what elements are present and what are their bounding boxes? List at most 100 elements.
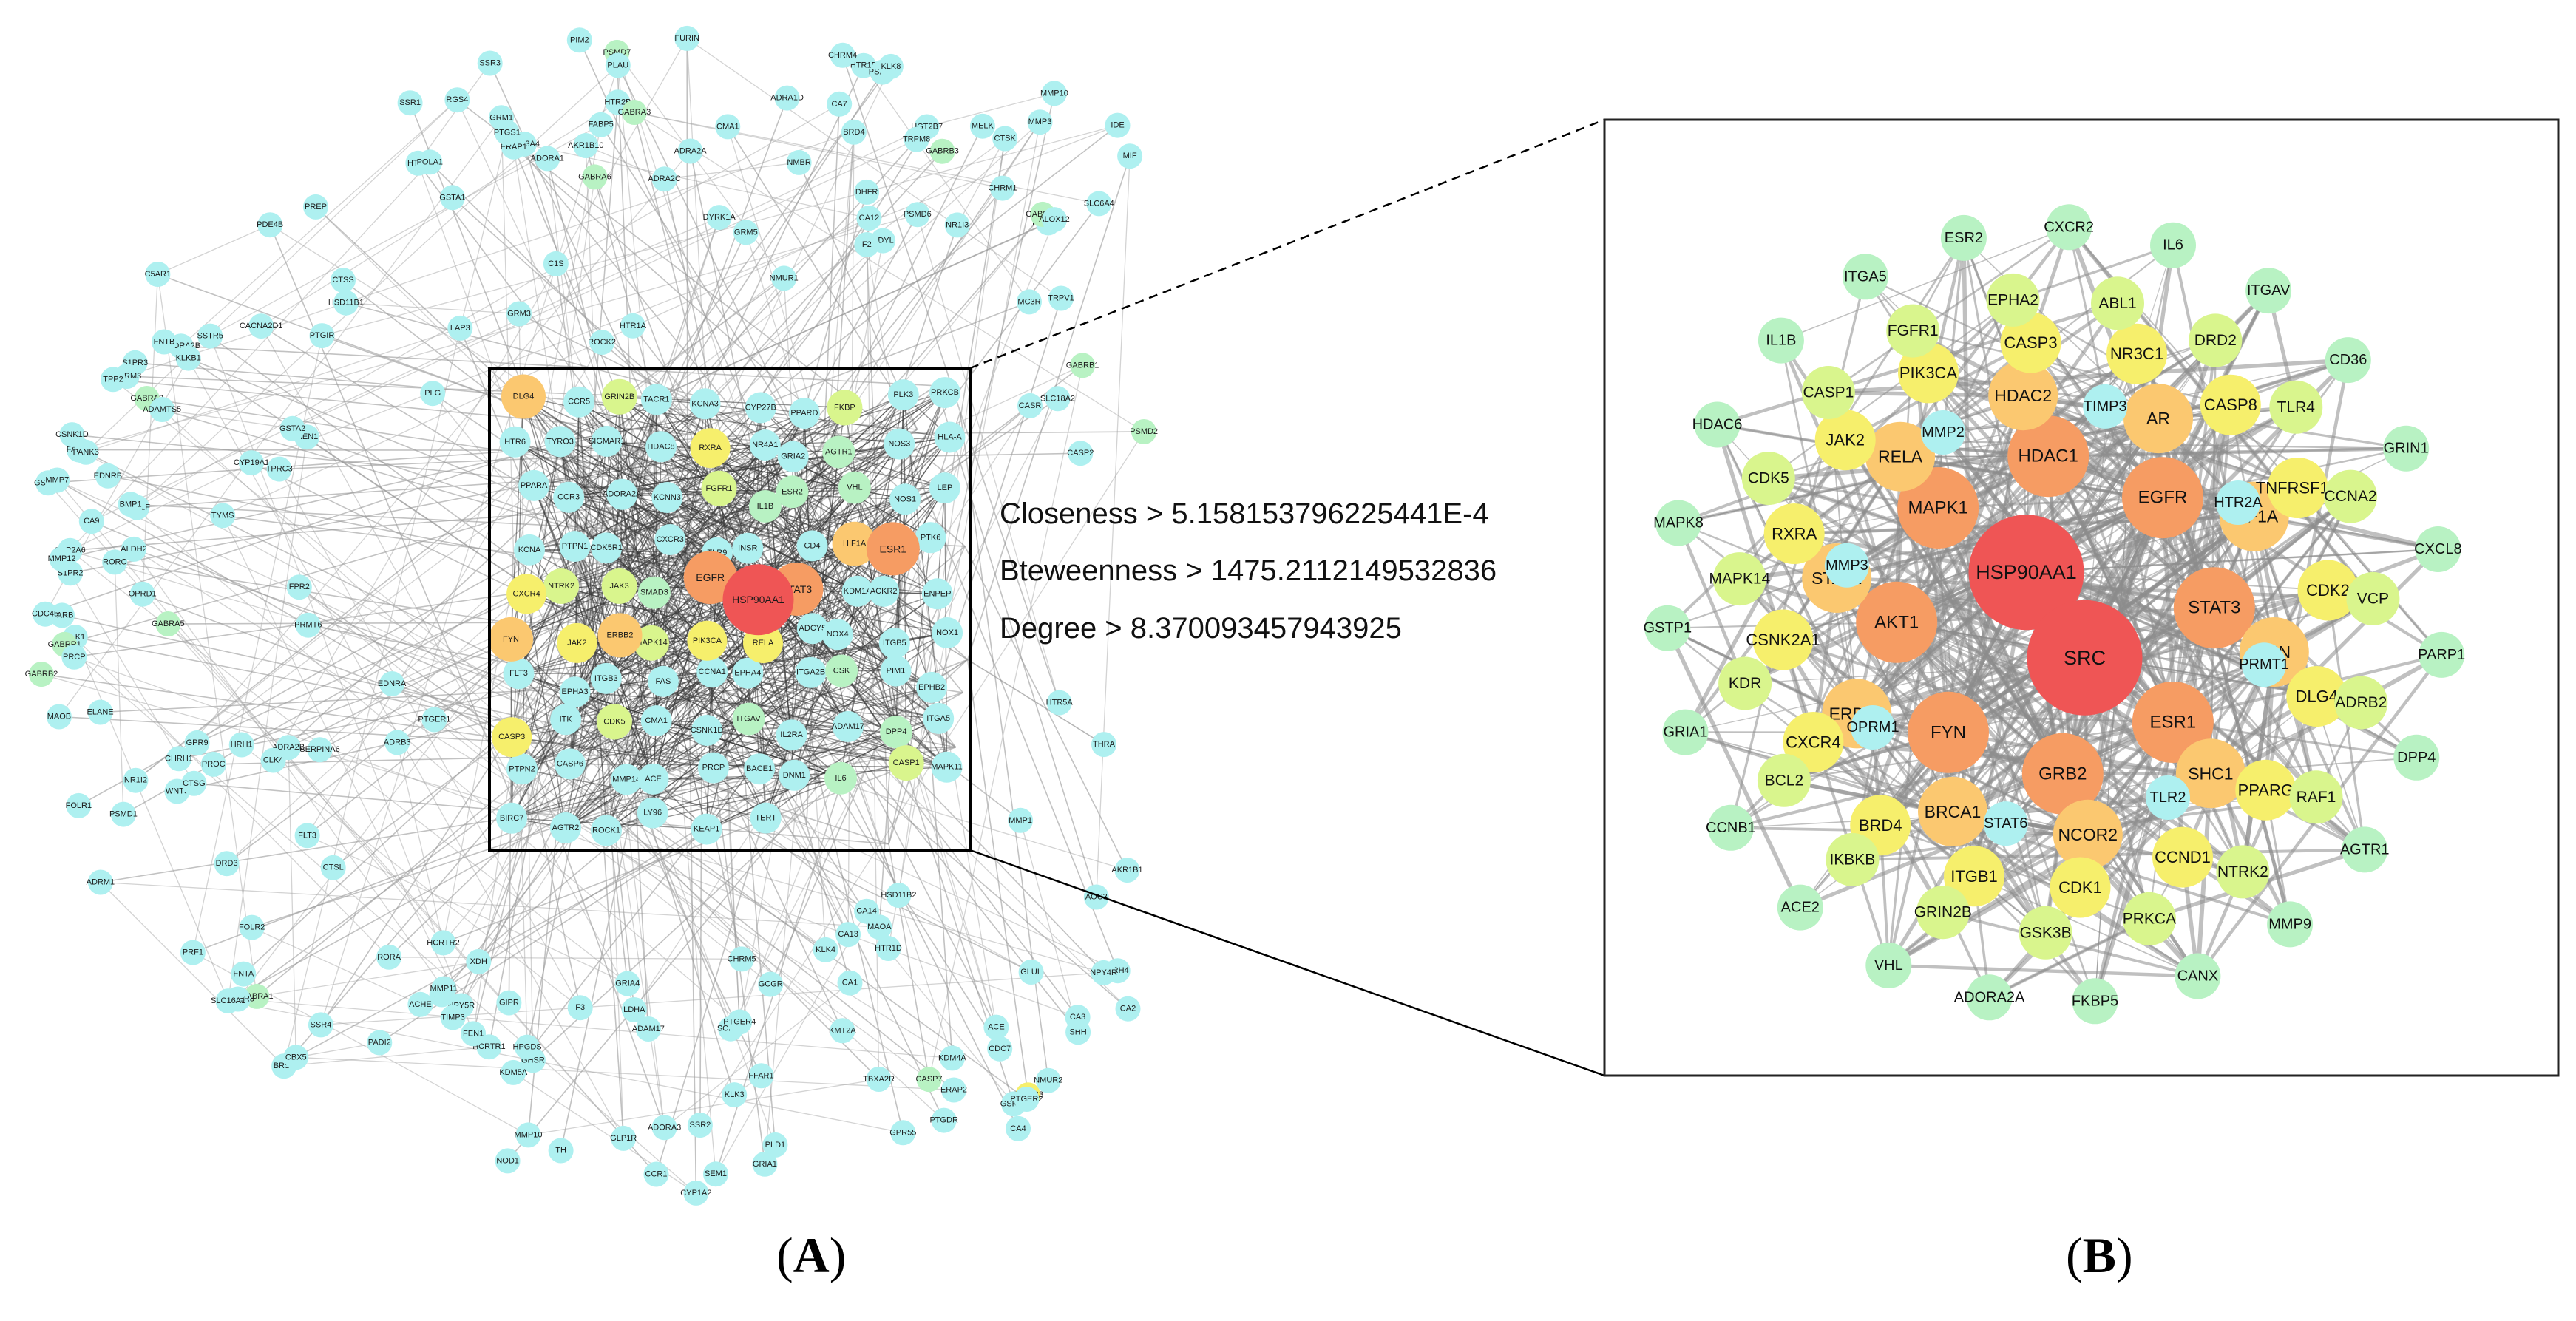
network-node[interactable]: ADRB2 — [2334, 676, 2387, 730]
network-node[interactable]: CTSS — [331, 268, 356, 293]
network-node[interactable]: CA2 — [1116, 996, 1141, 1022]
network-node[interactable]: CXCR3 — [654, 524, 685, 555]
network-node[interactable]: CD36 — [2325, 337, 2371, 383]
network-node[interactable]: TPP2 — [101, 367, 126, 392]
network-node[interactable]: NR4A1 — [750, 429, 781, 461]
network-node[interactable]: CYP27B — [745, 393, 776, 424]
network-node[interactable]: KEAP1 — [691, 814, 722, 845]
network-node[interactable]: CA14 — [854, 899, 879, 924]
network-node[interactable]: KCNN3 — [651, 482, 682, 513]
network-node[interactable]: ACE — [983, 1015, 1009, 1040]
network-node[interactable]: CCR5 — [563, 387, 594, 418]
network-node[interactable]: DLG4 — [501, 375, 546, 419]
network-node[interactable]: JAK2 — [557, 623, 597, 663]
network-node[interactable]: VCP — [2346, 572, 2399, 625]
network-node[interactable]: NOX4 — [822, 619, 853, 650]
network-node[interactable]: FLT3 — [295, 823, 320, 848]
network-node[interactable]: SMAD3 — [638, 577, 671, 609]
network-node[interactable]: NOS3 — [884, 429, 915, 460]
network-node[interactable]: SEM1 — [703, 1161, 728, 1186]
network-node[interactable]: ROCK1 — [591, 815, 622, 846]
network-node[interactable]: FLT3 — [504, 658, 535, 689]
network-node[interactable]: ITGAV — [733, 703, 765, 736]
network-node[interactable]: CCNA2 — [2324, 470, 2377, 523]
network-node[interactable]: PRCP — [61, 645, 87, 670]
network-node[interactable]: GRIN2B — [602, 379, 637, 415]
network-node[interactable]: GRM5 — [733, 220, 759, 245]
network-node[interactable]: ESR2 — [1941, 215, 1987, 261]
network-node[interactable]: FURIN — [674, 26, 699, 51]
network-node[interactable]: PIM2 — [567, 27, 592, 52]
network-node[interactable]: MMP2 — [1921, 410, 1965, 455]
network-node[interactable]: TLR2 — [2146, 775, 2190, 820]
network-node[interactable]: TACR1 — [641, 384, 672, 415]
network-node[interactable]: EPHA2 — [1987, 274, 2040, 327]
network-node[interactable]: GRIA4 — [615, 971, 640, 996]
network-node[interactable]: CA13 — [835, 922, 861, 947]
network-node[interactable]: ENPEP — [922, 578, 953, 609]
network-node[interactable]: TIMP3 — [441, 1005, 466, 1030]
network-node[interactable]: FPR2 — [287, 574, 312, 600]
network-node[interactable]: GRIA1 — [1663, 710, 1709, 755]
network-node[interactable]: NOS1 — [889, 483, 921, 515]
network-node[interactable]: LEP — [929, 472, 960, 503]
network-node[interactable]: PLAU — [606, 52, 631, 78]
network-node[interactable]: BRCA1 — [1918, 777, 1987, 846]
network-node[interactable]: TYRO3 — [545, 426, 576, 457]
network-node[interactable]: MMP7 — [44, 468, 70, 493]
network-node[interactable]: AGTR2 — [550, 812, 581, 843]
network-node[interactable]: CBX5 — [283, 1045, 308, 1070]
network-node[interactable]: RXRA — [691, 428, 731, 468]
network-node[interactable]: PPARD — [789, 398, 820, 429]
network-node[interactable]: KLK4 — [813, 937, 838, 962]
network-node[interactable]: CTSG — [181, 771, 206, 796]
network-node[interactable]: ACE2 — [1777, 885, 1823, 931]
network-node[interactable]: CDK5 — [1742, 452, 1795, 505]
network-node[interactable]: MMP14 — [611, 764, 642, 795]
network-node[interactable]: GLUL — [1019, 960, 1044, 985]
network-node[interactable]: GSK3B — [2019, 906, 2072, 960]
network-node[interactable]: ACKR2 — [868, 576, 899, 607]
network-node[interactable]: CDC7 — [987, 1036, 1012, 1062]
network-node[interactable]: PREP — [303, 194, 328, 220]
network-node[interactable]: PRKCA — [2123, 892, 2176, 945]
network-node[interactable]: KCNA3 — [690, 388, 721, 419]
network-node[interactable]: NTRK2 — [2216, 845, 2269, 898]
network-node[interactable]: KDR — [1718, 657, 1772, 710]
network-node[interactable]: KLK3 — [722, 1082, 747, 1107]
network-node[interactable]: DRD3 — [214, 851, 240, 876]
network-node[interactable]: ITGAV — [2245, 268, 2291, 313]
network-node[interactable]: GRM3 — [506, 302, 532, 327]
network-node[interactable]: ITGB3 — [591, 663, 622, 694]
network-node[interactable]: NR1I2 — [123, 768, 149, 793]
network-node[interactable]: KLK8 — [878, 54, 904, 79]
network-node[interactable]: BRD4 — [841, 120, 867, 145]
network-node[interactable]: CMA1 — [715, 114, 740, 139]
network-node[interactable]: CA7 — [827, 92, 852, 117]
network-node[interactable]: FNTA — [231, 962, 256, 987]
network-node[interactable]: BACE1 — [744, 753, 775, 784]
network-node[interactable]: EPHA3 — [560, 676, 591, 707]
network-node[interactable]: HDAC8 — [645, 431, 677, 462]
network-node[interactable]: CASR — [1017, 393, 1043, 418]
network-node[interactable]: TIMP3 — [2083, 384, 2127, 429]
network-node[interactable]: VHL — [1865, 943, 1911, 988]
network-node[interactable]: CCNA1 — [696, 656, 728, 687]
network-node[interactable]: MAOB — [47, 704, 72, 730]
network-node[interactable]: CASP8 — [2200, 375, 2261, 435]
network-node[interactable]: DPP4 — [880, 716, 912, 748]
network-node[interactable]: ITGA5 — [923, 703, 954, 734]
network-node[interactable]: CCR1 — [644, 1162, 669, 1187]
network-node[interactable]: STAT3 — [2174, 567, 2255, 648]
network-node[interactable]: MMP3 — [1825, 543, 1869, 588]
network-node[interactable]: KCNA — [514, 534, 545, 566]
network-node[interactable]: BMP1 — [118, 492, 143, 517]
network-node[interactable]: PPARA — [518, 470, 549, 501]
network-node[interactable]: DHFR — [854, 180, 879, 205]
network-node[interactable]: RXRA — [1764, 503, 1825, 564]
network-node[interactable]: IDE — [1105, 113, 1131, 138]
network-node[interactable]: TH — [549, 1138, 574, 1164]
network-node[interactable]: SRC — [2027, 600, 2143, 716]
network-node[interactable]: FGFR1 — [1886, 305, 1939, 358]
network-node[interactable]: FGFR1 — [702, 471, 737, 506]
